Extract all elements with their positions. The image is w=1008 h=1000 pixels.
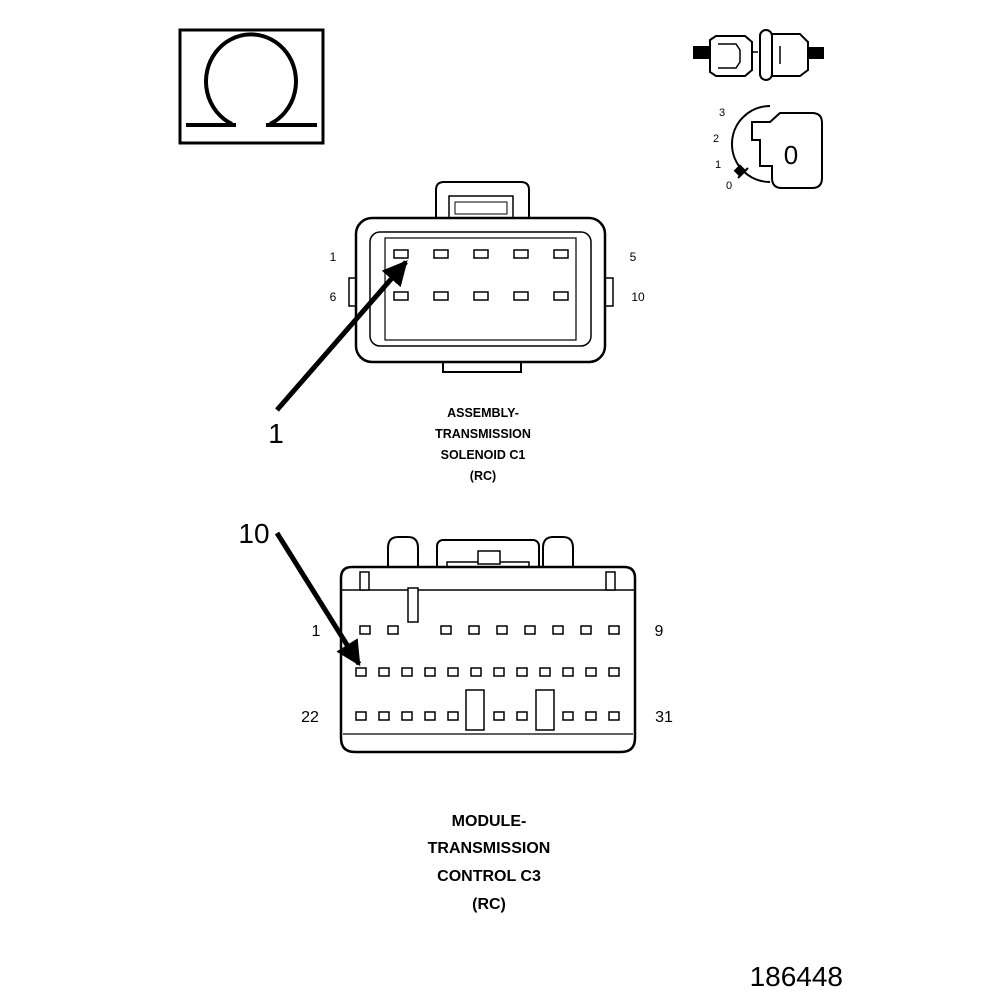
key-position-label-1: 1 xyxy=(715,159,721,171)
c3-pin-label-bottom-right: 31 xyxy=(655,709,673,726)
c3-pin xyxy=(585,711,597,721)
c3-pin xyxy=(516,667,528,677)
c3-pin-label-bottom-left: 22 xyxy=(301,709,319,726)
c3-pin xyxy=(424,667,436,677)
c3-pin xyxy=(496,625,508,635)
c3-callout-arrow xyxy=(274,531,362,667)
c3-pin xyxy=(355,711,367,721)
c3-pin-row-3 xyxy=(355,711,620,721)
c1-callout-arrow xyxy=(275,260,408,412)
c3-pin xyxy=(378,711,390,721)
c1-pin xyxy=(393,291,409,301)
c3-pin xyxy=(387,625,399,635)
c3-pin xyxy=(447,667,459,677)
c3-pin xyxy=(580,625,592,635)
c1-caption-line-2: TRANSMISSION xyxy=(435,427,531,441)
c3-pin xyxy=(401,711,413,721)
key-position-label-0: 0 xyxy=(726,180,732,192)
c1-pin xyxy=(473,249,489,259)
c1-caption-line-4: (RC) xyxy=(470,469,496,483)
key-position-label-3: 3 xyxy=(719,107,725,119)
c1-caption-line-3: SOLENOID C1 xyxy=(441,448,526,462)
connector-c3: 1 9 22 31 10 MODULE- TRANSMISSION CONTRO… xyxy=(238,518,673,913)
c3-pin xyxy=(562,711,574,721)
c3-pin xyxy=(424,711,436,721)
c3-caption-line-2: TRANSMISSION xyxy=(428,840,551,857)
c3-pin xyxy=(608,711,620,721)
c3-pin xyxy=(524,625,536,635)
c1-callout-number: 1 xyxy=(268,418,284,449)
c3-pin xyxy=(378,667,390,677)
key-current-position: 0 xyxy=(784,140,798,170)
disconnect-connector-icon xyxy=(693,29,824,81)
c3-pin xyxy=(539,667,551,677)
c3-pin xyxy=(493,711,505,721)
c3-pin xyxy=(447,711,459,721)
c3-pin xyxy=(440,625,452,635)
c3-pin xyxy=(516,711,528,721)
c3-pin xyxy=(585,667,597,677)
c3-caption-line-3: CONTROL C3 xyxy=(437,868,541,885)
c1-pin xyxy=(433,249,449,259)
c3-pin xyxy=(552,625,564,635)
c3-caption-line-4: (RC) xyxy=(472,896,506,913)
c3-pin xyxy=(355,667,367,677)
ignition-key-icon: 3 2 1 0 0 xyxy=(713,105,823,192)
c1-pin xyxy=(433,291,449,301)
c1-pin xyxy=(473,291,489,301)
c1-pin xyxy=(513,291,529,301)
c3-pin xyxy=(468,625,480,635)
c1-caption-line-1: ASSEMBLY- xyxy=(447,406,519,420)
c3-pin xyxy=(562,667,574,677)
c3-pin xyxy=(359,625,371,635)
c3-pin xyxy=(401,667,413,677)
c3-pin xyxy=(608,667,620,677)
c3-pin xyxy=(608,625,620,635)
c1-pin xyxy=(553,291,569,301)
c1-pin-label-bottom-right: 10 xyxy=(631,290,645,304)
ohmmeter-icon: Ω xyxy=(178,28,325,145)
c3-pin-label-top-left: 1 xyxy=(312,623,321,640)
c1-pin-label-top-left: 1 xyxy=(330,250,337,264)
figure-number: 186448 xyxy=(750,961,843,992)
c1-pin xyxy=(553,249,569,259)
c1-pin xyxy=(393,249,409,259)
c3-pin-label-top-right: 9 xyxy=(655,623,664,640)
c3-callout-number: 10 xyxy=(238,518,269,549)
c1-pin-label-bottom-left: 6 xyxy=(330,290,337,304)
connector-c1: 1 5 6 10 1 ASSEMBLY- TRANSMISSION SOLENO… xyxy=(268,181,645,483)
key-position-label-2: 2 xyxy=(713,133,719,145)
c1-pin-label-top-right: 5 xyxy=(630,250,637,264)
c1-pin xyxy=(513,249,529,259)
c3-caption-line-1: MODULE- xyxy=(452,813,527,830)
c3-pin-row-1 xyxy=(359,625,620,635)
c3-pin xyxy=(493,667,505,677)
c3-pin-row-2 xyxy=(355,667,620,677)
c3-pin xyxy=(470,667,482,677)
